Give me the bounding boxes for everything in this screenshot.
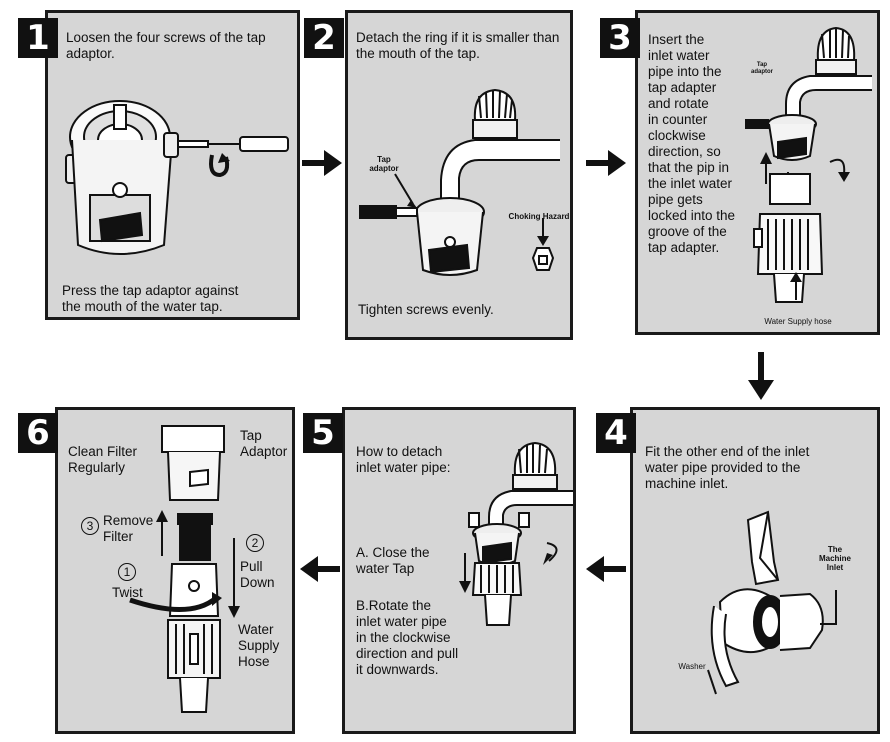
arrow-right-2 (586, 150, 626, 176)
inlet-pipe-insert-illustration (745, 26, 872, 303)
step-1-instruction-2: Press the tap adaptor against the mouth … (62, 283, 239, 314)
step-3-instruction: Insert the inlet water pipe into the tap… (648, 32, 736, 255)
step-3-label-tap-adaptor: Tap adaptor (750, 62, 773, 75)
step-5-instruction: How to detach inlet water pipe: (356, 444, 451, 475)
step-2-instruction-2: Tighten screws evenly. (358, 302, 494, 317)
tap-adaptor-illustration (65, 100, 289, 255)
step-6-label-remove-filter: Remove Filter (103, 513, 154, 544)
step-5-number: 5 (303, 413, 343, 453)
step-4-instruction: Fit the other end of the inlet water pip… (645, 444, 810, 491)
step-2-label-choking-hazard: Choking Hazard (508, 212, 570, 221)
step-1-instruction: Loosen the four screws of the tap adapto… (66, 30, 266, 61)
step-1-number: 1 (18, 18, 58, 58)
step-6-label-twist: Twist (112, 585, 143, 600)
step-6-label-pull-number: 2 (246, 534, 264, 552)
step-6-label-remove-number: 3 (81, 517, 99, 535)
step-6-instruction: Clean Filter Regularly (68, 444, 138, 475)
step-4-label-machine-inlet: The Machine Inlet (818, 545, 851, 572)
faucet-with-adaptor-illustration (359, 88, 560, 276)
step-2-instruction: Detach the ring if it is smaller than th… (356, 30, 560, 61)
step-2-label-tap-adaptor: Tap adaptor (369, 155, 399, 173)
step-6-number: 6 (18, 413, 58, 453)
arrow-right-1 (302, 150, 342, 176)
step-5-step-a: A. Close the water Tap (356, 545, 430, 576)
step-6-label-water-supply-hose: Water Supply Hose (238, 622, 280, 669)
step-6-label-tap-adaptor: Tap Adaptor (240, 428, 288, 459)
step-3-number: 3 (600, 18, 640, 58)
step-2-number: 2 (304, 18, 344, 58)
step-4-number: 4 (596, 413, 636, 453)
step-4-panel (630, 407, 880, 734)
step-6-label-twist-number: 1 (118, 563, 136, 581)
detach-pipe-illustration (459, 441, 573, 626)
arrow-down-1 (748, 352, 774, 400)
arrow-left-1 (586, 556, 626, 582)
step-3-label-water-supply-hose: Water Supply hose (764, 317, 832, 326)
step-5-step-b: B.Rotate the inlet water pipe in the clo… (356, 598, 459, 677)
step-6-label-pull-down: Pull Down (240, 559, 275, 590)
filter-cleaning-illustration (129, 425, 240, 713)
machine-inlet-washer-illustration (707, 510, 837, 695)
step-4-label-washer: Washer (678, 662, 706, 671)
arrow-left-2 (300, 556, 340, 582)
